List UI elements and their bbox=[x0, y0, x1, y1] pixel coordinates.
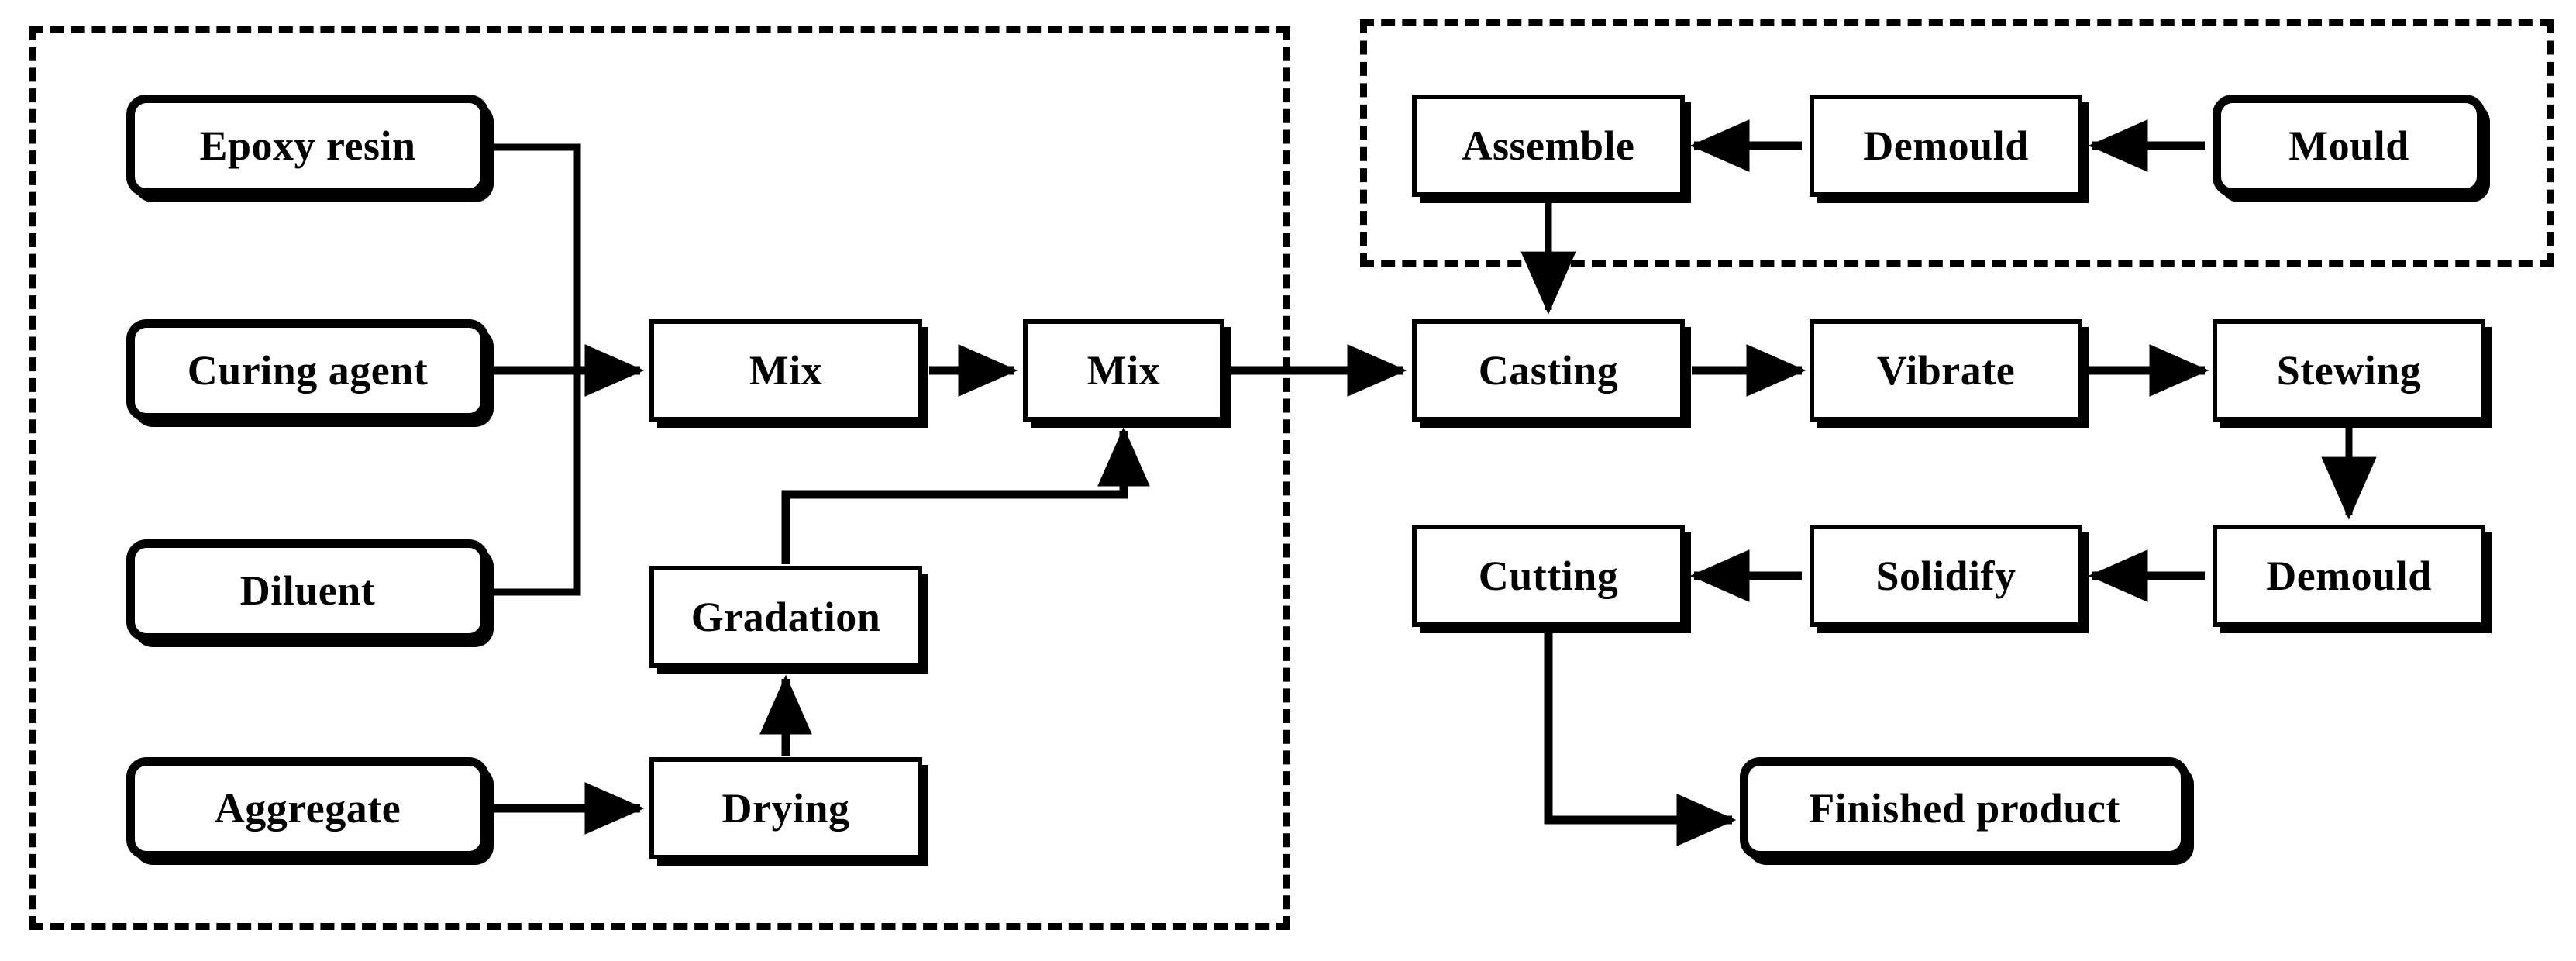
node-gradation[interactable]: Gradation bbox=[649, 566, 922, 668]
node-vibrate[interactable]: Vibrate bbox=[1810, 319, 2082, 422]
node-label: Mix bbox=[1087, 347, 1161, 394]
node-label: Epoxy resin bbox=[199, 122, 416, 169]
node-mix-2[interactable]: Mix bbox=[1023, 319, 1224, 422]
node-assemble[interactable]: Assemble bbox=[1412, 95, 1685, 197]
node-label: Cutting bbox=[1478, 553, 1619, 599]
node-label: Drying bbox=[721, 785, 850, 832]
node-label: Demould bbox=[2266, 553, 2432, 599]
node-label: Mould bbox=[2288, 122, 2409, 169]
node-solidify[interactable]: Solidify bbox=[1810, 525, 2082, 627]
node-label: Solidify bbox=[1875, 553, 2016, 599]
node-epoxy-resin[interactable]: Epoxy resin bbox=[126, 95, 489, 197]
mould-preparation-group bbox=[1360, 19, 2554, 267]
node-finished-product[interactable]: Finished product bbox=[1740, 757, 2189, 859]
node-label: Stewing bbox=[2276, 347, 2422, 394]
node-label: Vibrate bbox=[1876, 347, 2016, 394]
node-label: Diluent bbox=[239, 567, 376, 614]
node-label: Casting bbox=[1478, 347, 1619, 394]
node-curing-agent[interactable]: Curing agent bbox=[126, 319, 489, 422]
node-label: Demould bbox=[1863, 122, 2029, 169]
node-demould-top[interactable]: Demould bbox=[1810, 95, 2082, 197]
edge-epoxy-resin-to-mix-1 bbox=[491, 143, 581, 370]
node-mould[interactable]: Mould bbox=[2213, 95, 2485, 197]
edge-diluent-to-mix-1 bbox=[491, 370, 581, 596]
node-label: Aggregate bbox=[214, 785, 401, 832]
node-label: Finished product bbox=[1809, 785, 2120, 832]
node-casting[interactable]: Casting bbox=[1412, 319, 1685, 422]
edge-gradation-to-mix-2 bbox=[781, 426, 1150, 564]
node-aggregate[interactable]: Aggregate bbox=[126, 757, 489, 859]
node-cutting[interactable]: Cutting bbox=[1412, 525, 1685, 627]
node-mix-1[interactable]: Mix bbox=[649, 319, 922, 422]
node-diluent[interactable]: Diluent bbox=[126, 539, 489, 642]
material-preparation-group bbox=[29, 26, 1290, 930]
node-stewing[interactable]: Stewing bbox=[2213, 319, 2485, 422]
node-label: Gradation bbox=[690, 594, 881, 640]
node-demould-bottom[interactable]: Demould bbox=[2213, 525, 2485, 627]
node-label: Mix bbox=[749, 347, 823, 394]
node-label: Assemble bbox=[1462, 122, 1635, 169]
edge-cutting-to-finished-product bbox=[1544, 629, 1737, 846]
node-drying[interactable]: Drying bbox=[649, 757, 922, 859]
node-label: Curing agent bbox=[187, 347, 429, 394]
